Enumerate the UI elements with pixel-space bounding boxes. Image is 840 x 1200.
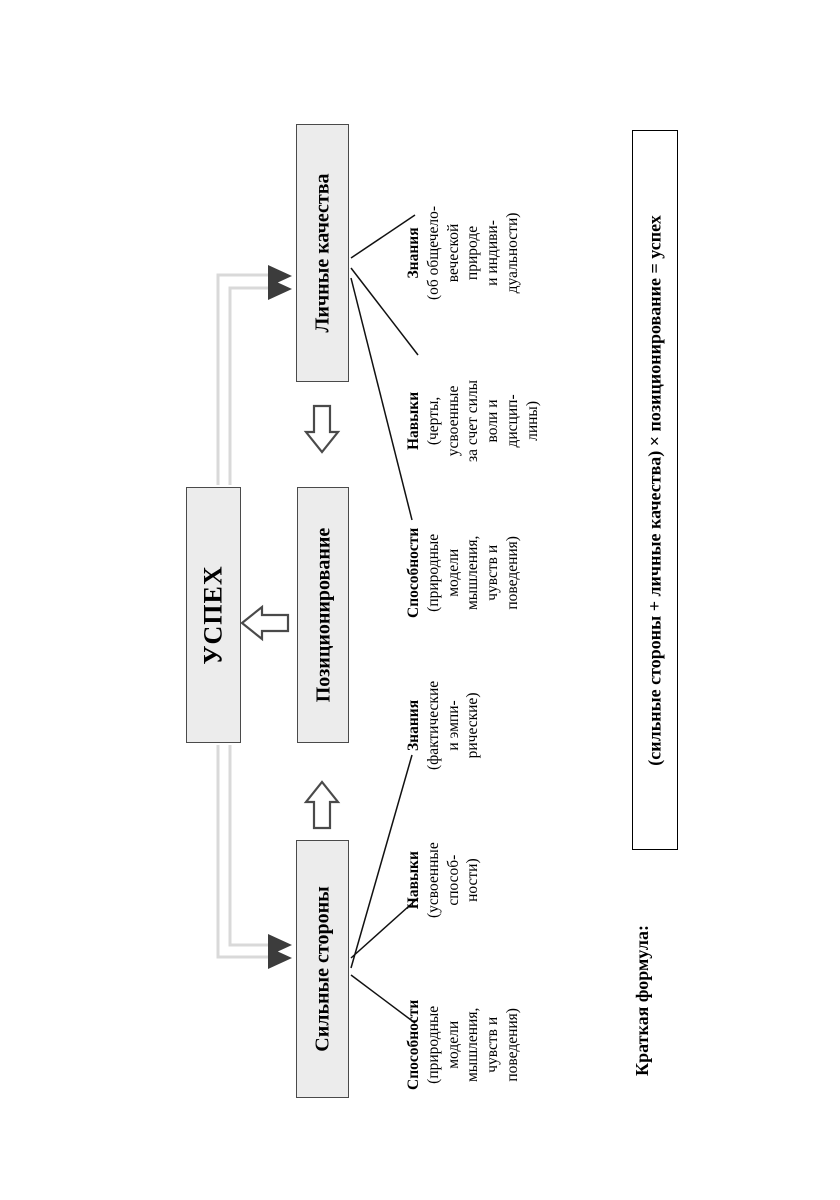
leaf-personal-skills-line-5: лины) [523,401,541,441]
leaf-strengths-skills-line-1: способ- [444,854,462,906]
elbow-arrow-success-to-strengths [216,745,292,969]
leaf-personal-knowledge-line-4: дуальности) [504,212,522,294]
leaf-personal-abilities-line-2: мышления, [464,535,482,611]
leaf-personal-knowledge-line-0: (об общечело- [424,205,442,300]
leaf-personal-skills-line-1: усвоенные [444,385,462,457]
formula-expression: (сильные стороны + личные качества) × по… [644,214,665,766]
leaf-strengths-abilities: Способности (природные модели мышления, … [404,1000,523,1090]
box-success[interactable]: УСПЕХ [186,487,241,743]
leaf-strengths-abilities-line-3: чувств и [484,1016,502,1073]
block-arrow-positioning-to-success [240,604,290,642]
box-success-label: УСПЕХ [198,565,228,665]
leaf-strengths-abilities-line-2: мышления, [464,1007,482,1083]
leaf-strengths-abilities-head: Способности [405,999,422,1090]
leaf-strengths-knowledge-line-0: (фактические [424,680,442,770]
leaf-personal-abilities-line-1: модели [444,548,462,597]
box-personal-qualities[interactable]: Личные качества [296,124,349,382]
leaf-strengths-skills-line-2: ности) [464,858,482,902]
box-positioning-label: Позиционирование [312,527,334,703]
leaf-strengths-skills-head: Навыки [405,851,422,910]
leaf-strengths-skills-line-0: (усвоенные [424,842,442,918]
leaf-personal-knowledge-line-1: веческой [444,223,462,283]
box-strengths[interactable]: Сильные стороны [296,840,349,1098]
box-positioning[interactable]: Позиционирование [297,487,349,743]
leaf-strengths-skills: Навыки (усвоенные способ- ности) [404,842,483,918]
leaf-personal-skills-head: Навыки [405,391,422,451]
leaf-strengths-abilities-line-1: модели [444,1020,462,1069]
leaf-strengths-knowledge-line-2: рические) [464,692,482,759]
leaf-strengths-knowledge-line-1: и эмпи- [444,700,462,751]
leaf-personal-knowledge-line-3: и индиви- [484,220,502,286]
leaf-personal-skills-line-2: за счет силы [464,379,482,462]
leaf-personal-knowledge-head: Знания [405,227,422,279]
leaf-personal-skills-line-0: (черты, [424,396,442,446]
leaf-personal-knowledge: Знания (об общечело- веческой природе и … [404,206,523,300]
box-personal-qualities-label: Личные качества [311,173,334,333]
leaf-strengths-abilities-line-4: поведения) [504,1008,522,1082]
leaf-personal-skills: Навыки (черты, усвоенные за счет силы во… [404,380,543,462]
formula-label: Краткая формула: [622,880,662,1120]
elbow-arrow-success-to-personal [216,265,292,485]
leaf-personal-abilities-line-0: (природные [424,533,442,612]
leaf-personal-abilities-head: Способности [405,527,422,618]
connector-strengths-knowledge [350,754,413,969]
leaf-personal-skills-line-4: дисцип- [504,394,522,448]
leaf-personal-knowledge-line-2: природе [464,225,482,281]
block-arrow-positioning-to-personal [303,404,341,454]
leaf-strengths-knowledge-head: Знания [405,699,422,751]
formula-box: (сильные стороны + личные качества) × по… [632,130,678,850]
leaf-personal-abilities: Способности (природные модели мышления, … [404,528,523,618]
leaf-personal-abilities-line-4: поведения) [504,536,522,610]
leaf-strengths-knowledge: Знания (фактические и эмпи- рические) [404,681,483,770]
leaf-personal-abilities-line-3: чувств и [484,544,502,601]
leaf-personal-skills-line-3: воли и [484,399,502,443]
formula-label-text: Краткая формула: [631,924,652,1076]
connector-personal-abilities [350,277,413,521]
block-arrow-strengths-to-positioning [303,780,341,830]
box-strengths-label: Сильные стороны [311,886,334,1052]
leaf-strengths-abilities-line-0: (природные [424,1005,442,1084]
